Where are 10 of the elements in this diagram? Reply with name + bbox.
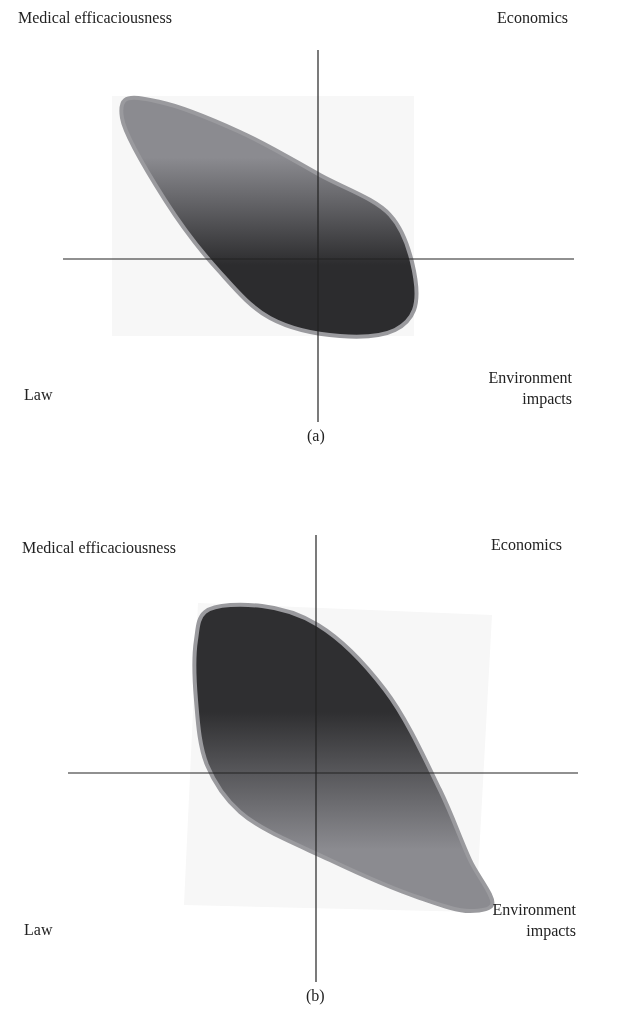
axis-label: Environment impacts — [491, 900, 576, 942]
axis-label: Medical efficaciousness — [22, 538, 176, 558]
axis-label: Economics — [491, 535, 563, 555]
axis-label: Economics — [497, 8, 569, 28]
axis-label: Law — [24, 385, 53, 405]
panel-label: (a) — [307, 426, 325, 447]
axis-label: Medical efficaciousness — [18, 8, 172, 28]
axis-label: Law — [24, 920, 53, 940]
panel-label: (b) — [306, 986, 325, 1007]
axis-label: Environment impacts — [487, 368, 572, 410]
